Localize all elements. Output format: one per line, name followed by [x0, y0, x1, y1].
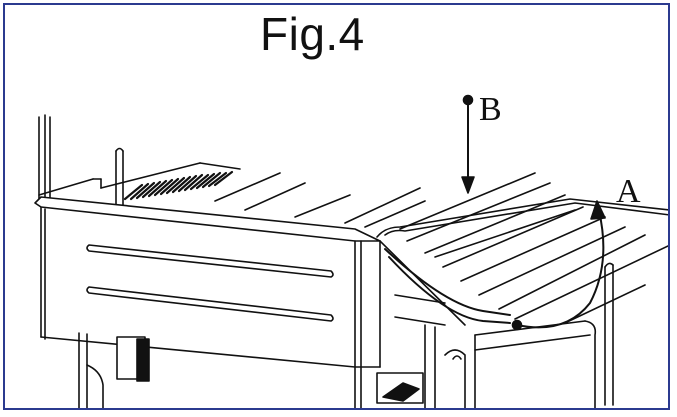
- left-posts: [38, 114, 124, 206]
- label-a: A: [616, 173, 641, 210]
- appliance-line-drawing: [34, 94, 668, 408]
- label-b: B: [479, 91, 502, 128]
- arrow-b: [461, 94, 475, 194]
- figure-frame: Fig.4 B A: [3, 3, 670, 410]
- folding-shelf: [376, 172, 668, 324]
- arrow-a: [511, 200, 606, 331]
- top-surface: [214, 172, 426, 228]
- side-unit: [379, 240, 646, 408]
- vent-grille: [123, 170, 234, 201]
- tray-back: [38, 162, 241, 196]
- base-section: [78, 332, 424, 408]
- figure-title: Fig.4: [260, 8, 365, 60]
